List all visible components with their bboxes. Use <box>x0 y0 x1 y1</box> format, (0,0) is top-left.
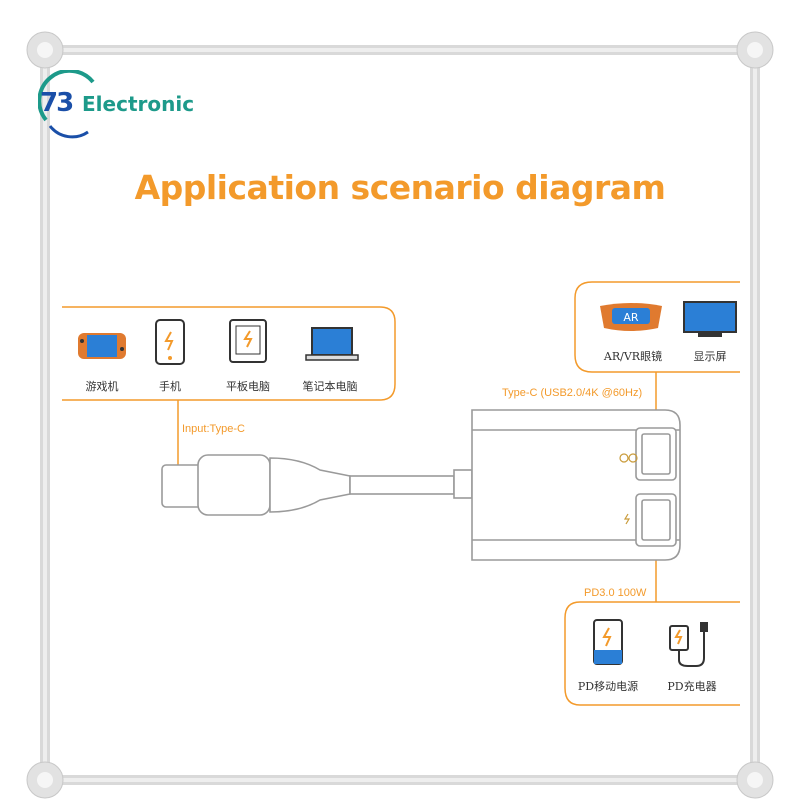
phone-icon <box>155 319 185 365</box>
input-device-label: 手机 <box>159 380 181 393</box>
monitor-icon <box>683 301 737 337</box>
adapter-line-art <box>161 409 681 561</box>
diagram-title: Application scenario diagram <box>134 168 666 207</box>
power-devices-box <box>564 601 740 706</box>
video-port-label: Type-C (USB2.0/4K @60Hz) <box>502 387 643 399</box>
logo-swoosh-icon <box>38 70 95 139</box>
input-port-label: Input:Type-C <box>182 423 245 435</box>
display-devices-box <box>574 281 740 373</box>
input-device-label: 平板电脑 <box>226 380 270 393</box>
input-device-label: 笔记本电脑 <box>302 380 358 393</box>
input-device-label: 游戏机 <box>85 380 119 393</box>
laptop-icon <box>305 327 359 361</box>
logo-number: 73 <box>40 88 74 118</box>
power-bank-icon <box>593 619 623 665</box>
tablet-icon <box>229 319 267 363</box>
input-devices-box <box>62 306 396 401</box>
game-console-icon <box>78 333 126 359</box>
charger-icon <box>669 622 708 667</box>
power-device-label: PD移动电源 <box>577 680 639 693</box>
display-device-label: 显示屏 <box>693 350 727 363</box>
logo-text: Electronic <box>82 92 195 116</box>
power-port-label: PD3.0 100W <box>584 587 647 599</box>
vr-badge-text: AR <box>623 311 639 324</box>
vr-glasses-icon: AR <box>600 303 662 331</box>
power-device-label: PD充电器 <box>667 680 717 693</box>
display-device-label: AR/VR眼镜 <box>603 350 663 363</box>
